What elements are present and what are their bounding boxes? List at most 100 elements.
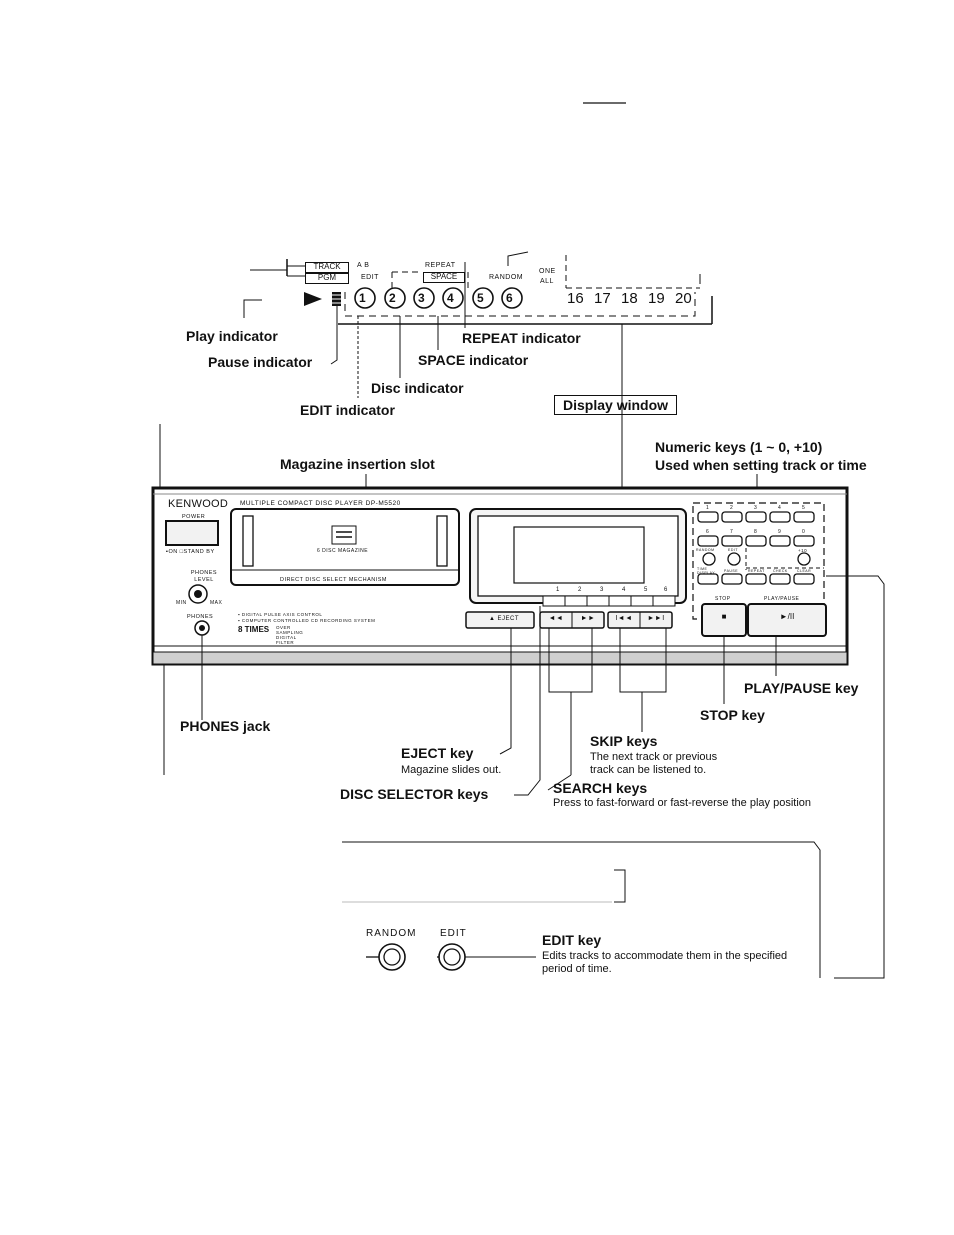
play-pause-label: PLAY/PAUSE (764, 596, 800, 602)
edit-key-description-1: Edits tracks to accommodate them in the … (542, 950, 788, 962)
track-number-16: 16 (567, 290, 584, 307)
magazine-insertion-slot[interactable] (231, 509, 459, 585)
model-name: MULTIPLE COMPACT DISC PLAYER DP-M5520 (240, 500, 401, 507)
numeric-keys-description: Used when setting track or time (655, 457, 867, 473)
numeric-key-5-label[interactable]: 5 (802, 505, 806, 511)
time-display-key-label[interactable]: TIME DISPLAY (697, 567, 716, 575)
numeric-key-6-label[interactable]: 6 (706, 529, 710, 535)
one-indicator-label: ONE (539, 268, 556, 275)
random-button-label: RANDOM (366, 928, 417, 939)
all-indicator-label: ALL (540, 278, 554, 285)
disc-number-2: 2 (389, 291, 396, 305)
oversampling-small: OVER SAMPLING DIGITAL FILTER (276, 625, 304, 645)
track-number-17: 17 (594, 290, 611, 307)
track-indicator-box: TRACK (305, 262, 349, 273)
edit-button-label: EDIT (440, 928, 467, 939)
phones-level-label: PHONES LEVEL (190, 570, 218, 583)
feature-1: ▪ DIGITAL PULSE AXIS CONTROL (238, 612, 323, 617)
random-indicator-label: RANDOM (489, 274, 524, 281)
numeric-key-9-label[interactable]: 9 (778, 529, 782, 535)
disc-number-3: 3 (418, 291, 425, 305)
disc-selector-6[interactable]: 6 (664, 587, 668, 593)
numeric-key-3-label[interactable]: 3 (754, 505, 758, 511)
disc-selector-1[interactable]: 1 (556, 587, 560, 593)
random-key-label[interactable]: RANDOM (696, 548, 715, 552)
on-standby-label: ▪ON □STAND BY (166, 549, 215, 555)
numeric-key-4-label[interactable]: 4 (778, 505, 782, 511)
pause-key-label[interactable]: PAUSE (724, 569, 739, 573)
disc-selector-keys-callout: DISC SELECTOR keys (340, 786, 489, 802)
eject-button[interactable]: ▲ EJECT (488, 616, 520, 622)
stop-key-callout: STOP key (700, 707, 765, 723)
phones-label: PHONES (187, 614, 214, 620)
edit-indicator-callout: EDIT indicator (300, 402, 395, 418)
mechanism-label: DIRECT DISC SELECT MECHANISM (280, 577, 388, 583)
disc-number-6: 6 (506, 291, 513, 305)
oversampling-big: 8 TIMES (238, 625, 270, 634)
stop-button[interactable]: ■ (721, 612, 727, 621)
track-number-19: 19 (648, 290, 665, 307)
max-label: MAX (210, 600, 223, 606)
track-number-20: 20 (675, 290, 692, 307)
magazine-slot-callout: Magazine insertion slot (280, 456, 435, 472)
skip-back-button[interactable]: I◄◄ (615, 615, 633, 622)
space-indicator-callout: SPACE indicator (418, 352, 529, 368)
search-forward-button[interactable]: ►► (580, 615, 596, 622)
repeat-key-label[interactable]: REPEAT (748, 569, 765, 573)
feature-2: ▪ COMPUTER CONTROLLED CD RECORDING SYSTE… (238, 618, 376, 623)
power-label: POWER (182, 514, 206, 520)
track-indicator-label: TRACK (313, 262, 341, 271)
phones-jack[interactable] (195, 621, 209, 635)
disc-indicator-callout: Disc indicator (371, 380, 464, 396)
kenwood-logo: KENWOOD (168, 498, 229, 510)
disc-number-5: 5 (477, 291, 484, 305)
pgm-indicator-label: PGM (317, 273, 337, 282)
a-b-indicator: A B (357, 262, 370, 269)
play-pause-button[interactable]: ►/II (779, 612, 795, 621)
space-indicator-label: SPACE (430, 272, 458, 281)
repeat-indicator-label: REPEAT (425, 262, 456, 269)
check-key-label[interactable]: CHECK (773, 569, 788, 573)
space-indicator-box: SPACE (423, 272, 465, 283)
disc-selector-5[interactable]: 5 (644, 587, 648, 593)
edit-key-label[interactable]: EDIT (728, 548, 738, 552)
repeat-indicator-callout: REPEAT indicator (462, 330, 581, 346)
phones-level-knob[interactable] (189, 585, 207, 603)
edit-button[interactable] (439, 944, 465, 970)
disc-selector-3[interactable]: 3 (600, 587, 604, 593)
magazine-text: 6 DISC MAGAZINE (317, 548, 369, 554)
numeric-key-2-label[interactable]: 2 (730, 505, 734, 511)
numeric-key-0-label[interactable]: 0 (802, 529, 806, 535)
pause-indicator-callout: Pause indicator (208, 354, 313, 370)
numeric-key-8-label[interactable]: 8 (754, 529, 758, 535)
numeric-key-7-label[interactable]: 7 (730, 529, 734, 535)
skip-keys-description-2: track can be listened to. (590, 764, 707, 776)
edit-key-callout: EDIT key (542, 932, 602, 948)
edit-indicator-label: EDIT (361, 274, 379, 281)
disc-selector-4[interactable]: 4 (622, 587, 626, 593)
play-pause-key-callout: PLAY/PAUSE key (744, 680, 859, 696)
stop-label: STOP (715, 596, 731, 602)
disc-selector-2[interactable]: 2 (578, 587, 582, 593)
random-button[interactable] (379, 944, 405, 970)
eject-key-description: Magazine slides out. (401, 764, 502, 776)
skip-forward-button[interactable]: ►►I (647, 615, 665, 622)
skip-keys-callout: SKIP keys (590, 733, 658, 749)
edit-key-description-2: period of time. (542, 963, 612, 975)
pgm-indicator-box: PGM (305, 273, 349, 284)
power-button[interactable] (166, 521, 218, 545)
display-window-callout: Display window (554, 395, 678, 415)
clear-key-label[interactable]: CLEAR (797, 569, 812, 573)
min-label: MIN (176, 600, 187, 606)
numeric-key-1-label[interactable]: 1 (706, 505, 710, 511)
plus10-key-label[interactable]: +10 (798, 548, 808, 553)
track-number-18: 18 (621, 290, 638, 307)
eject-key-callout: EJECT key (401, 745, 474, 761)
play-indicator-callout: Play indicator (186, 328, 278, 344)
numeric-keys-callout: Numeric keys (1 ~ 0, +10) (655, 439, 823, 455)
search-back-button[interactable]: ◄◄ (548, 615, 564, 622)
search-keys-description: Press to fast-forward or fast-reverse th… (553, 797, 811, 809)
search-keys-callout: SEARCH keys (553, 780, 648, 796)
phones-jack-callout: PHONES jack (180, 718, 271, 734)
